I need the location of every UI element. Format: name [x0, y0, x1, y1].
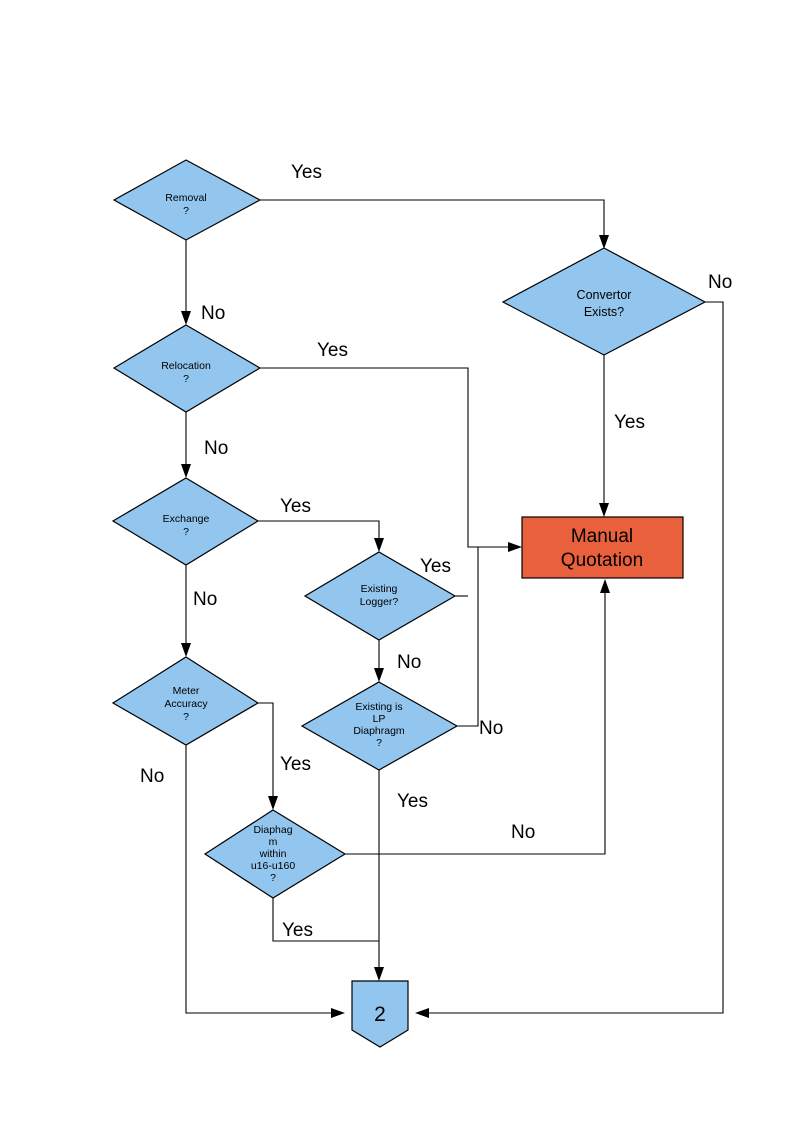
label-exchange-no: No [193, 589, 217, 610]
label-convertor-no: No [708, 272, 732, 293]
node-connector-2-label: 2 [374, 1003, 386, 1026]
node-meter-line-1: Accuracy [164, 698, 208, 710]
node-logger-line-1: Logger? [360, 596, 399, 608]
node-lp-line-3: ? [376, 737, 382, 749]
label-exchange-yes: Yes [280, 496, 311, 517]
node-removal-line-0: Removal [165, 192, 206, 204]
edge-range-yes [272, 898, 379, 942]
label-range-yes: Yes [282, 920, 313, 941]
label-lp-no: No [479, 718, 503, 739]
node-meter-accuracy[interactable]: Meter Accuracy ? [111, 656, 260, 746]
node-range-line-0: Diaphag [253, 824, 292, 836]
arrow-relocation-yes [508, 542, 522, 552]
node-removal[interactable]: Removal ? [112, 159, 262, 241]
node-convertor-line-0: Convertor [577, 288, 632, 302]
node-meter-line-0: Meter [173, 685, 200, 697]
node-meter-line-2: ? [183, 711, 189, 723]
node-removal-line-1: ? [183, 205, 189, 217]
label-removal-no: No [201, 303, 225, 324]
arrow-exchange-no [181, 643, 191, 657]
edge-convertor-no [424, 301, 724, 1014]
label-meter-no: No [140, 766, 164, 787]
arrow-meter-no [331, 1008, 345, 1018]
label-lp-yes: Yes [397, 791, 428, 812]
node-exchange-line-0: Exchange [163, 513, 210, 525]
node-exchange[interactable]: Exchange ? [111, 477, 260, 566]
label-convertor-yes: Yes [614, 412, 645, 433]
arrow-relocation-no [181, 464, 191, 478]
node-relocation-line-0: Relocation [161, 360, 211, 372]
node-connector-2[interactable]: 2 [351, 980, 409, 1048]
node-lp-line-1: LP [373, 713, 386, 725]
node-range-line-3: u16-u160 [251, 860, 296, 872]
label-removal-yes: Yes [291, 162, 322, 183]
node-mq-line-0: Manual [571, 526, 633, 547]
node-exchange-line-1: ? [183, 526, 189, 538]
node-range-line-1: m [269, 836, 278, 848]
arrow-meter-yes [268, 796, 278, 810]
arrow-logger-no [374, 668, 384, 682]
node-range-line-2: within [259, 848, 287, 860]
label-meter-yes: Yes [280, 754, 311, 775]
node-existing-lp-diaphragm[interactable]: Existing is LP Diaphragm ? [300, 681, 459, 771]
edge-meter-no [185, 745, 336, 1014]
edge-removal-yes [260, 199, 605, 240]
edge-exchange-yes [258, 520, 380, 543]
edge-lp-no [457, 547, 479, 727]
node-lp-line-2: Diaphragm [353, 725, 405, 737]
node-relocation-line-1: ? [183, 373, 189, 385]
node-range-line-4: ? [270, 872, 276, 884]
node-existing-logger[interactable]: Existing Logger? [303, 551, 457, 641]
arrow-lp-yes [374, 967, 384, 981]
node-manual-quotation[interactable]: Manual Quotation [521, 516, 684, 579]
label-logger-no: No [397, 652, 421, 673]
label-relocation-yes: Yes [317, 340, 348, 361]
label-relocation-no: No [204, 438, 228, 459]
node-logger-line-0: Existing [361, 583, 398, 595]
node-convertor-exists[interactable]: Convertor Exists? [501, 247, 707, 356]
arrow-exchange-yes [374, 538, 384, 552]
node-relocation[interactable]: Relocation ? [112, 324, 262, 413]
arrow-convertor-no [415, 1008, 429, 1018]
arrow-convertor-yes [599, 503, 609, 517]
edge-relocation-yes [260, 367, 513, 548]
edge-meter-yes [258, 702, 274, 801]
arrow-removal-yes [599, 235, 609, 249]
arrow-range-to-mq [600, 579, 610, 593]
label-logger-yes: Yes [420, 556, 451, 577]
node-convertor-line-1: Exists? [584, 305, 624, 319]
node-diaphagm-range[interactable]: Diaphag m within u16-u160 ? [203, 809, 347, 899]
label-convertor-no-bottom: No [511, 822, 535, 843]
edge-range-right-to-mq [345, 588, 606, 855]
node-lp-line-0: Existing is [355, 701, 402, 713]
arrow-removal-no [181, 311, 191, 325]
node-mq-line-1: Quotation [561, 550, 643, 571]
